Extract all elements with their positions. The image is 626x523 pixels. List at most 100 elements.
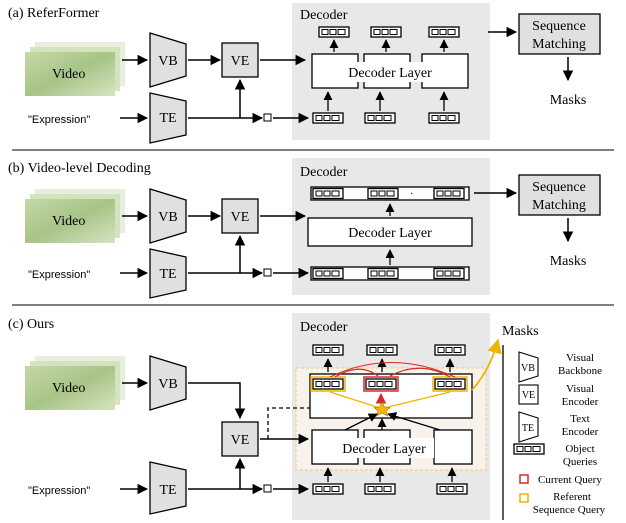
legend-ve-line1: Visual [566, 383, 594, 395]
vb-label-c: VB [158, 377, 177, 392]
legend-oq-line1: Object [565, 443, 594, 455]
expression-label-a: "Expression" [28, 114, 90, 126]
svg-text:·: · [410, 189, 413, 200]
query-top-b-3 [433, 187, 465, 200]
query-bottom-c-2 [364, 483, 396, 495]
legend-vb-line2: Backbone [558, 365, 602, 377]
legend-te-line1: Text [570, 413, 589, 425]
legend-te-icon [518, 411, 539, 443]
panel-a-title: (a) ReferFormer [8, 6, 100, 21]
text-token-a [263, 113, 272, 122]
query-top-c-2 [366, 344, 398, 356]
panel-b-title: (b) Video-level Decoding [8, 161, 151, 176]
legend-ve-line2: Encoder [562, 396, 599, 408]
panel-c-title: (c) Ours [8, 317, 54, 332]
vb-block-a [149, 32, 187, 88]
panel-b: (b) Video-level Decoding Decoder Video V… [8, 158, 601, 299]
ve-block-a [221, 42, 259, 78]
ve-label-b: VE [231, 210, 250, 225]
query-bottom-a-2 [364, 112, 396, 124]
vb-block-b [149, 188, 187, 244]
te-block-b [149, 248, 187, 299]
query-top-b-1 [312, 187, 344, 200]
video-label-b: Video [52, 214, 85, 229]
sequence-matching-b [518, 174, 601, 216]
red-link-3 [329, 362, 456, 378]
query-top-c-3 [434, 344, 466, 356]
legend-current-query: Current Query [538, 474, 602, 486]
panel-a: (a) ReferFormer Decoder Video VB VE "Exp… [8, 3, 601, 144]
te-block-c [149, 461, 187, 515]
query-bottom-b-2 [367, 267, 399, 280]
text-token-b [263, 268, 272, 277]
query-top-a-1 [318, 26, 350, 38]
te-label-a: TE [159, 111, 176, 126]
decoder-frame-c-3 [433, 429, 473, 465]
legend: VB Visual Backbone VE Visual Encoder TE … [502, 345, 606, 520]
expression-label-c: "Expression" [28, 485, 90, 497]
legend-ve-icon [518, 384, 539, 405]
decoder-layer-label-b: Decoder Layer [348, 226, 432, 241]
masks-label-c: Masks [502, 324, 539, 339]
legend-current-query-icon [519, 474, 529, 484]
query-bottom-a-1 [312, 112, 344, 124]
decoder-layer-a-bg [340, 62, 440, 82]
query-mid-c-1 [312, 378, 344, 390]
video-label-a: Video [52, 67, 85, 82]
decoder-label-a: Decoder [300, 8, 348, 23]
ve-block-c [221, 421, 259, 457]
masks-label-a: Masks [550, 93, 587, 108]
legend-ve-icon-label: VE [522, 390, 535, 401]
decoder-layer-label-a: Decoder Layer [348, 66, 432, 81]
video-label-c: Video [52, 381, 85, 396]
decoder-layer-label-c: Decoder Layer [342, 442, 426, 457]
decoder-label-b: Decoder [300, 165, 348, 180]
seq-line2-b: Matching [532, 198, 586, 213]
legend-te-line2: Encoder [562, 426, 599, 438]
star-icon [373, 401, 391, 417]
te-block-a [149, 92, 187, 144]
red-link-2 [389, 367, 451, 378]
decoder-label-c: Decoder [300, 320, 348, 335]
masks-arrow-c [471, 338, 502, 391]
query-mid-c-2 [365, 378, 397, 390]
query-bottom-b-3 [433, 267, 465, 280]
legend-object-queries-icon [513, 443, 545, 455]
legend-ref-line1: Referent [553, 491, 591, 503]
seq-line1-a: Sequence [532, 19, 586, 34]
vb-block-c [149, 355, 187, 411]
ve-label-c: VE [231, 433, 250, 448]
legend-ref-line2: Sequence Query [533, 504, 606, 516]
legend-vb-icon-label: VB [521, 363, 535, 374]
masks-label-b: Masks [550, 254, 587, 269]
te-label-c: TE [159, 483, 176, 498]
sequence-matching-a [518, 13, 601, 55]
decoder-layer-b [307, 217, 473, 247]
seq-line2-a: Matching [532, 37, 586, 52]
vb-label-b: VB [158, 210, 177, 225]
legend-referent-query-icon [519, 493, 529, 503]
query-top-c-1 [312, 344, 344, 356]
legend-oq-line2: Queries [563, 456, 597, 468]
legend-vb-icon [518, 351, 539, 383]
expression-label-b: "Expression" [28, 269, 90, 281]
query-top-a-2 [370, 26, 402, 38]
query-bottom-c-3 [436, 483, 468, 495]
vb-label-a: VB [158, 54, 177, 69]
query-bottom-c-1 [312, 483, 344, 495]
query-top-a-3 [428, 26, 460, 38]
seq-line1-b: Sequence [532, 180, 586, 195]
query-bottom-a-3 [428, 112, 460, 124]
te-label-b: TE [159, 267, 176, 282]
query-mid-c-3 [434, 378, 466, 390]
text-token-c [263, 484, 272, 493]
legend-te-icon-label: TE [522, 423, 534, 434]
red-link-1 [334, 368, 379, 378]
query-bottom-b-1 [312, 267, 344, 280]
ve-block-b [221, 198, 259, 234]
panel-c: (c) Ours Decoder Video VB VE "Expression… [8, 313, 539, 520]
query-top-b-2 [367, 187, 399, 200]
legend-vb-line1: Visual [566, 352, 594, 364]
ve-label-a: VE [231, 54, 250, 69]
